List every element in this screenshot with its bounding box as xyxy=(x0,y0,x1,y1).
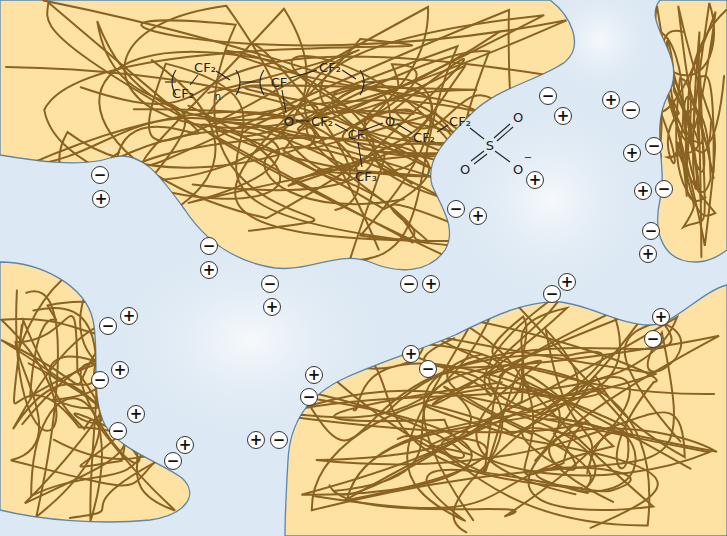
formula-text: CF₂ xyxy=(194,61,216,74)
ion-charge: + xyxy=(554,107,572,125)
formula-text: CF₂ xyxy=(311,115,333,128)
ion-charge: + xyxy=(623,144,641,162)
ion-charge: − xyxy=(642,222,660,240)
ion-charge: − xyxy=(645,137,663,155)
ion-charge: − xyxy=(419,360,437,378)
formula-text: O xyxy=(513,163,523,176)
ion-charge: + xyxy=(92,190,110,208)
ion-charge: + xyxy=(247,431,265,449)
ion-charge: + xyxy=(120,307,138,325)
formula-text: − xyxy=(524,153,532,163)
polymer-chain xyxy=(647,6,715,246)
ion-charge: − xyxy=(539,87,557,105)
ion-charge: + xyxy=(634,182,652,200)
ion-charge: + xyxy=(263,298,281,316)
ion-charge: + xyxy=(176,436,194,454)
formula-text: O xyxy=(385,115,395,128)
ion-charge: − xyxy=(543,285,561,303)
ion-charge: − xyxy=(644,330,662,348)
formula-text: O xyxy=(284,115,294,128)
polymer-chain xyxy=(99,46,457,260)
ion-charge: − xyxy=(109,422,127,440)
polymer-strands xyxy=(643,3,727,257)
polymer-chain xyxy=(149,7,512,247)
ion-charge: + xyxy=(200,261,218,279)
ion-charge: + xyxy=(111,361,129,379)
formula-text: S xyxy=(486,139,494,152)
ion-charge: − xyxy=(99,317,117,335)
ion-charge: + xyxy=(402,345,420,363)
ion-charge: − xyxy=(622,101,640,119)
ion-charge: − xyxy=(300,388,318,406)
polymer-strands xyxy=(285,289,719,533)
polymer-chain xyxy=(25,302,144,504)
ion-charge: + xyxy=(305,366,323,384)
ion-charge: + xyxy=(469,207,487,225)
polymer-chain xyxy=(684,10,726,257)
formula-text: n xyxy=(215,92,221,102)
polymer-chain xyxy=(26,59,524,210)
ion-charge: − xyxy=(270,431,288,449)
formula-text: O xyxy=(460,163,470,176)
formula-text: CF₂ xyxy=(172,87,194,100)
ion-charge: + xyxy=(602,91,620,109)
ion-charge: + xyxy=(639,245,657,263)
polymer-chain xyxy=(289,289,663,528)
ion-charge: − xyxy=(447,200,465,218)
polymer-chain xyxy=(193,51,545,216)
polymer-strands xyxy=(1,262,186,521)
ion-charge: − xyxy=(164,452,182,470)
ion-charge: + xyxy=(422,275,440,293)
formula-text: CF₂ xyxy=(449,115,471,128)
ion-charge: − xyxy=(91,371,109,389)
formula-text: CF xyxy=(271,76,288,89)
ion-charge: − xyxy=(91,166,109,184)
ion-charge: + xyxy=(558,273,576,291)
ion-charge: − xyxy=(655,180,673,198)
ion-charge: − xyxy=(200,237,218,255)
formula-text: CF₂ xyxy=(413,131,435,144)
ion-charge: − xyxy=(261,275,279,293)
ion-charge: + xyxy=(127,405,145,423)
formula-text: CF₂ xyxy=(319,61,341,74)
polymer-strands xyxy=(0,0,567,263)
formula-text: CF xyxy=(348,128,365,141)
polymer-chain xyxy=(299,317,717,502)
formula-text: O xyxy=(513,111,523,124)
formula-text: CF₃ xyxy=(355,170,377,183)
polymer-chain xyxy=(290,289,630,516)
ion-charge: + xyxy=(652,308,670,326)
polymer-chain xyxy=(315,336,719,510)
ion-charge: − xyxy=(400,275,418,293)
ion-charge: + xyxy=(526,171,544,189)
